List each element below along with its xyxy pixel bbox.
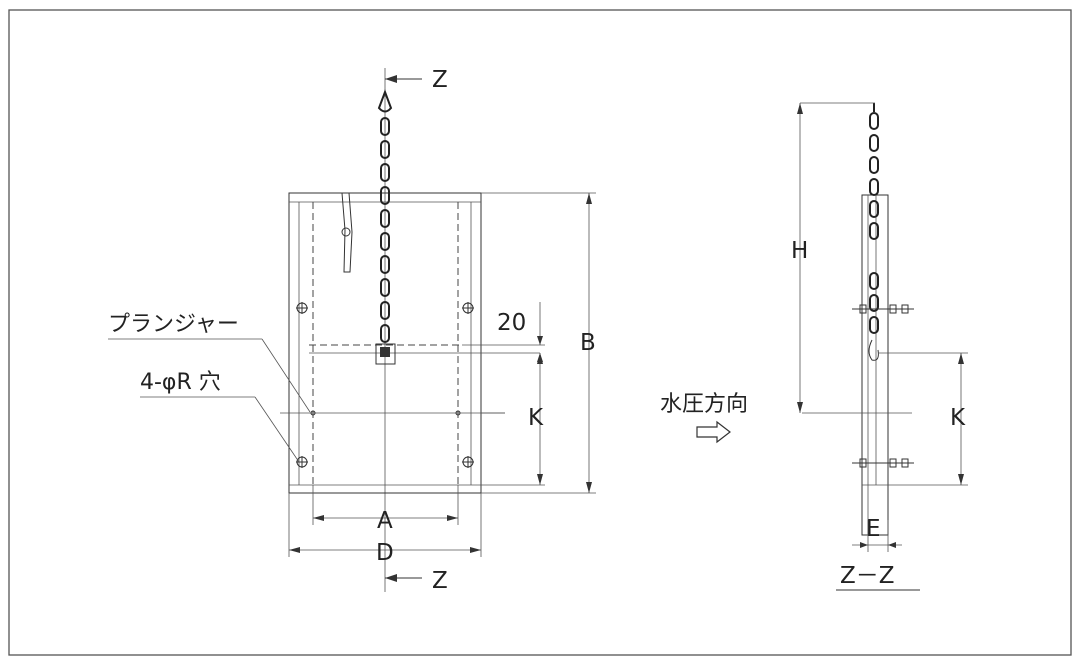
dim-20-label: 20 [497, 310, 526, 336]
plunger-hanger [341, 192, 353, 273]
holes-leader-d [254, 396, 300, 463]
side-hook [868, 339, 879, 361]
side-bolt-lower [852, 458, 914, 468]
dim-b-label: B [580, 330, 596, 356]
front-bolt-tr [462, 302, 474, 314]
front-bolt-br [462, 456, 474, 468]
dim-d-label: D [376, 540, 394, 566]
outline-right-arrow-icon [696, 420, 731, 444]
left-hole [310, 410, 316, 416]
gate-body-outline [288, 192, 482, 494]
side-frame-body [861, 194, 889, 536]
section-arrow-bottom-head [385, 574, 397, 582]
front-bolt-tl [296, 302, 308, 314]
front-bolt-bl [296, 456, 308, 468]
section-z-bottom-label: Z [432, 568, 448, 594]
right-hole [455, 410, 461, 416]
holes-label: 4-φR 穴 [140, 370, 221, 395]
section-arrow-top-head [385, 75, 397, 83]
dim-k-front-label: K [528, 405, 544, 431]
side-chain [869, 103, 879, 334]
drawing-border [8, 9, 1072, 656]
front-chain [377, 89, 393, 343]
dim-h-label: H [791, 238, 808, 264]
plunger-label: プランジャー [108, 312, 239, 337]
side-view: H K E Z－Z [791, 102, 968, 591]
dim-a-label: A [377, 508, 393, 534]
section-z-top-label: Z [432, 67, 448, 93]
dim-k-side-label: K [950, 405, 966, 431]
dim-e-label: E [866, 516, 881, 542]
section-name-label: Z－Z [840, 563, 895, 589]
water-pressure-label: 水圧方向 [660, 392, 748, 417]
front-view: Z Z [108, 67, 596, 594]
lifting-lug [375, 343, 396, 365]
plunger-leader-d [261, 338, 311, 413]
side-bolt-upper [852, 304, 914, 314]
